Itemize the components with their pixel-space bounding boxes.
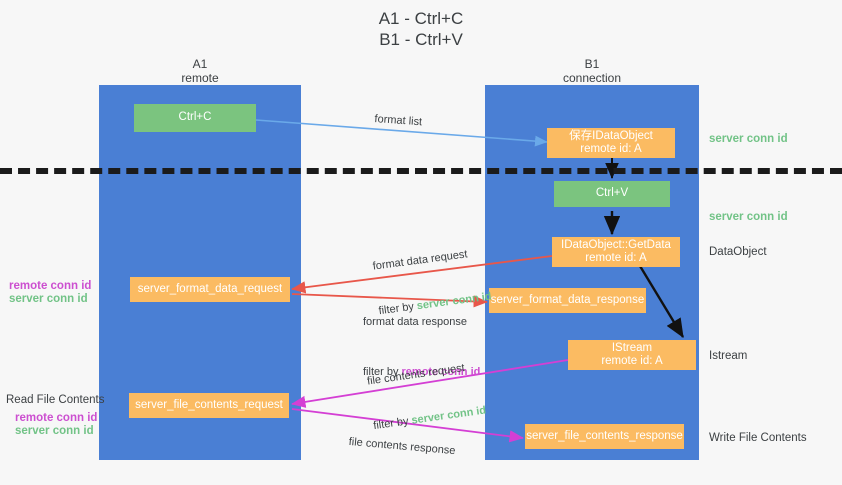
node-server-file-contents-response[interactable]: server_file_contents_response (525, 424, 684, 449)
caption-format-data-response-text: format data response (363, 316, 467, 328)
node-ctrl-v-label: Ctrl+V (595, 187, 629, 200)
caption-file-contents-request-text: file contents request (366, 361, 466, 388)
node-server-file-contents-request[interactable]: server_file_contents_request (129, 393, 289, 418)
node-idataobject-getdata[interactable]: IDataObject::GetData remote id: A (552, 237, 680, 267)
node-ctrl-c[interactable]: Ctrl+C (134, 104, 256, 132)
label-remote-conn-id-2: remote conn id (15, 412, 98, 424)
label-server-conn-id-2: server conn id (15, 425, 94, 437)
label-remote-conn-id-1: remote conn id (9, 280, 92, 292)
caption-format-data-response: format data response filter by remote co… (363, 285, 480, 410)
label-server-conn-id-1: server conn id (9, 293, 88, 305)
caption-format-data-request-text: format data request (372, 248, 469, 273)
caption-format-list: format list (374, 112, 423, 129)
page-title: A1 - Ctrl+C B1 - Ctrl+V (378, 9, 464, 49)
caption-file-contents-response: file contents response filter by remote … (341, 405, 469, 485)
label-read-file-contents: Read File Contents (6, 394, 105, 406)
node-save-idataobject[interactable]: 保存IDataObject remote id: A (547, 128, 675, 158)
label-write-file-contents: Write File Contents (709, 432, 807, 444)
label-istream: Istream (709, 350, 748, 362)
node-server-format-data-request[interactable]: server_format_data_request (130, 277, 290, 302)
caption-file-contents-response-text: file contents response (348, 435, 456, 458)
node-idataobject-getdata-label: IDataObject::GetData remote id: A (561, 238, 671, 265)
label-server-conn-id-top: server conn id (709, 133, 788, 145)
node-save-idataobject-label: 保存IDataObject remote id: A (569, 129, 653, 156)
node-server-file-contents-request-label: server_file_contents_request (135, 398, 283, 411)
filter-value-remote-conn-id: remote conn id (401, 366, 481, 378)
label-data-object: DataObject (709, 246, 767, 258)
node-ctrl-v[interactable]: Ctrl+V (554, 181, 670, 207)
node-ctrl-c-label: Ctrl+C (178, 111, 212, 124)
lane-header-b1: B1 connection (562, 57, 622, 85)
node-server-file-contents-response-label: server_file_contents_response (526, 429, 683, 442)
phase-divider (0, 168, 842, 174)
label-server-conn-id-mid: server conn id (709, 211, 788, 223)
node-server-format-data-request-label: server_format_data_request (137, 282, 283, 295)
lane-header-a1: A1 remote (181, 57, 219, 85)
node-server-format-data-response-label: server_format_data_response (490, 293, 645, 306)
caption-format-data-response-filter: filter by remote conn id (363, 366, 481, 378)
node-istream-label: IStream remote id: A (601, 341, 663, 368)
node-server-format-data-response[interactable]: server_format_data_response (489, 288, 646, 313)
node-istream[interactable]: IStream remote id: A (568, 340, 696, 370)
